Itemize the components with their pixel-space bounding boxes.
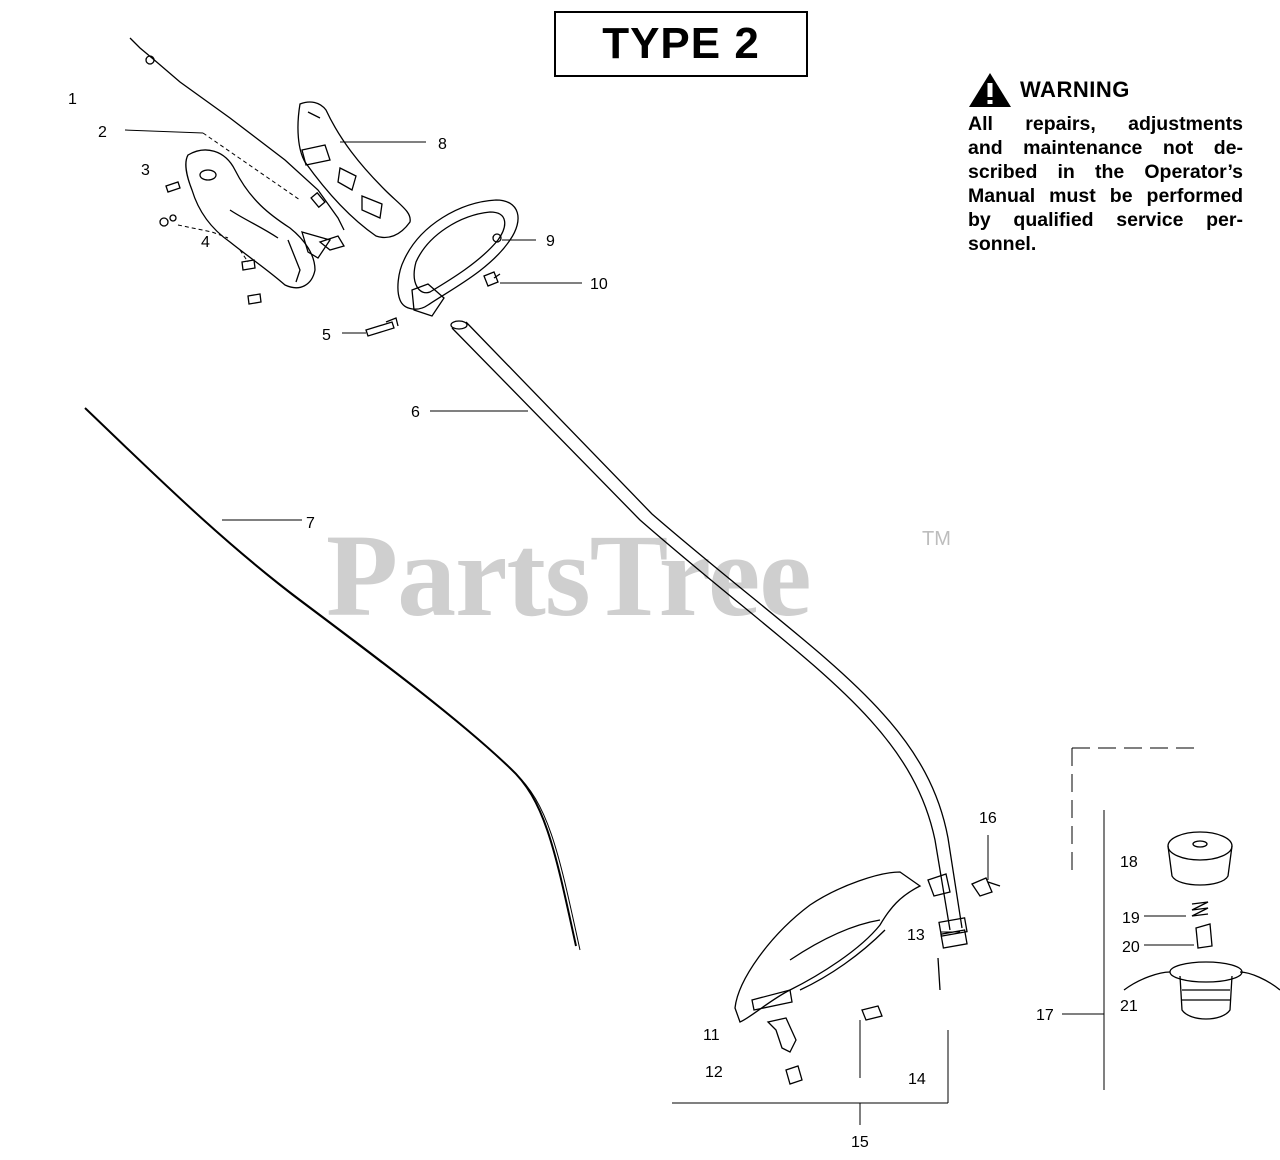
handle-shell-part — [185, 149, 316, 289]
warning-line: All repairs, adjustments — [968, 113, 1243, 135]
drive-tube-part — [450, 320, 963, 931]
callout-5: 5 — [322, 327, 331, 344]
spring-part — [1191, 901, 1209, 917]
callout-4: 4 — [201, 234, 210, 251]
throttle-cable — [129, 37, 345, 231]
warning-line: and maintenance not de- — [968, 137, 1243, 159]
callout-17: 17 — [1036, 1007, 1054, 1024]
guard-bracket-part — [927, 873, 951, 897]
callout-20: 20 — [1122, 939, 1140, 956]
trimmer-guard-part — [734, 871, 922, 1023]
type-label: TYPE 2 — [602, 19, 760, 68]
handle-half-part — [297, 101, 411, 239]
drive-shaft-part — [84, 407, 581, 951]
warning-line: by qualified service per- — [968, 209, 1243, 231]
callout-14: 14 — [908, 1071, 926, 1088]
screw-part — [159, 181, 262, 305]
trigger-part — [301, 231, 345, 259]
callout-8: 8 — [438, 136, 447, 153]
line-cutter-part — [766, 1017, 803, 1085]
wing-screw-part — [971, 877, 1001, 897]
warning-title: WARNING — [1020, 77, 1130, 102]
callout-13: 13 — [907, 927, 925, 944]
callout-21: 21 — [1120, 998, 1138, 1015]
bolt-part — [365, 317, 399, 337]
warning-panel: WARNING All repairs, adjustments and mai… — [968, 72, 1243, 256]
callout-2: 2 — [98, 124, 107, 141]
clamp-part — [937, 917, 968, 991]
loop-handle-part — [397, 199, 519, 317]
warning-header: WARNING — [968, 72, 1243, 108]
callout-10: 10 — [590, 276, 608, 293]
wing-nut-part — [483, 271, 501, 287]
callout-19: 19 — [1122, 910, 1140, 927]
callout-12: 12 — [705, 1064, 723, 1081]
leader-lines — [124, 129, 1198, 1125]
callout-18: 18 — [1120, 854, 1138, 871]
warning-triangle-icon — [969, 73, 1011, 107]
callout-labels: 1 2 3 4 5 6 7 8 9 10 11 12 13 14 15 16 1… — [68, 91, 1140, 1151]
type-label-box: TYPE 2 — [554, 11, 808, 77]
callout-15: 15 — [851, 1134, 869, 1151]
callout-16: 16 — [979, 810, 997, 827]
callout-11: 11 — [703, 1027, 720, 1044]
eyelet-part — [1195, 923, 1213, 949]
spool-housing-part — [1123, 961, 1280, 1020]
callout-9: 9 — [546, 233, 555, 250]
warning-line: Manual must be performed — [968, 185, 1243, 207]
guard-screw-part — [861, 1005, 883, 1021]
warning-text: All repairs, adjustments and maintenance… — [968, 112, 1243, 256]
watermark-trademark: TM — [922, 528, 951, 550]
callout-3: 3 — [141, 162, 150, 179]
trimmer-cap-part — [1167, 831, 1233, 886]
warning-line: sonnel. — [968, 233, 1037, 255]
watermark: PartsTree — [326, 510, 812, 641]
callout-1: 1 — [68, 91, 77, 108]
callout-7: 7 — [306, 515, 315, 532]
callout-6: 6 — [411, 404, 420, 421]
warning-line: scribed in the Operator’s — [968, 161, 1243, 183]
